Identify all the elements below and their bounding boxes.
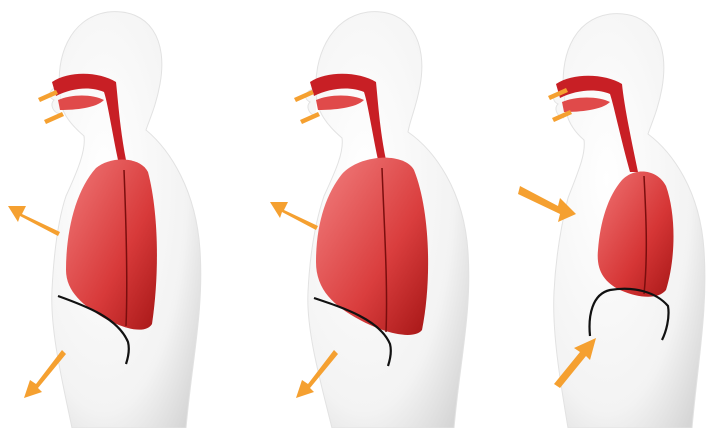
abdomen-arrow [24,350,66,398]
torso-panel-1 [0,0,238,428]
torso-panel-2 [264,0,502,428]
torso-illustration-2 [264,0,502,428]
torso-panel-3 [506,0,716,428]
torso-illustration-1 [0,0,238,428]
chest-arrow [270,202,318,230]
chest-arrow [8,206,60,236]
torso-illustration-3 [506,0,716,428]
